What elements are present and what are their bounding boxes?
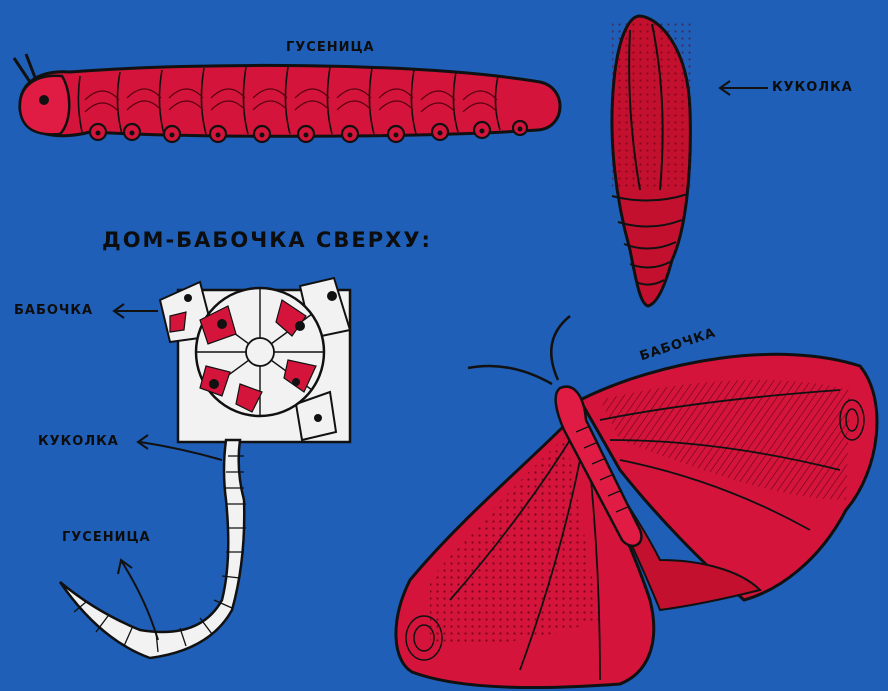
caterpillar-eye [39,95,49,105]
house-title-label: ДОМ-БАБОЧКА СВЕРХУ: [102,228,432,252]
butterfly-antenna [551,316,570,380]
pupa-drawing [612,16,692,306]
caterpillar-drawing [14,54,560,142]
pupa-left-arrow-shaft [140,442,222,460]
pupa-left-label: КУКОЛКА [38,434,119,449]
house-butterfly-drawing [60,278,350,658]
butterfly-antenna [468,366,552,384]
caterpillar-left-label: ГУСЕНИЦА [62,530,151,545]
butterfly-drawing [396,316,877,688]
caterpillar-head [20,76,69,135]
butterfly-left-label: БАБОЧКА [14,303,93,318]
caterpillar-top-label: ГУСЕНИЦА [286,40,375,55]
house-center [246,338,274,366]
pupa-right-label: КУКОЛКА [772,80,853,95]
pupa-texture [612,20,692,190]
